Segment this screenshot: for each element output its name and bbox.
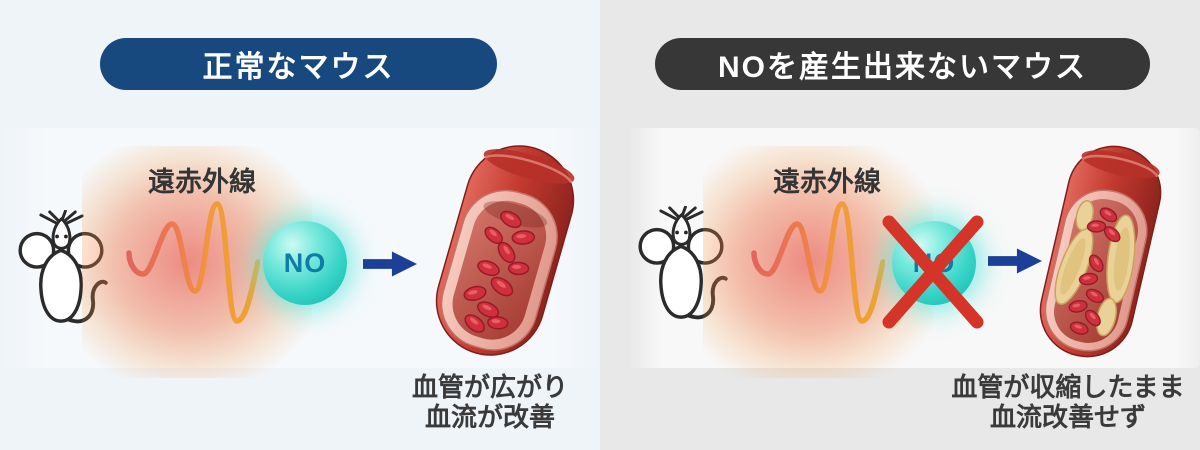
result-caption: 血管が収縮したまま 血流改善せず	[938, 372, 1198, 432]
no-molecule-ball: NO	[263, 221, 347, 305]
caption-line-2: 血流改善せず	[989, 402, 1146, 432]
result-caption: 血管が広がり 血流が改善	[360, 372, 620, 432]
arrow-right-icon	[363, 251, 417, 277]
caption-line-1: 血管が広がり	[411, 372, 568, 402]
infrared-label: 遠赤外線	[148, 167, 256, 197]
infrared-wave-icon	[126, 201, 260, 324]
mouse-icon	[18, 210, 108, 324]
infrared-wave-icon	[751, 201, 885, 324]
caption-line-2: 血流が改善	[424, 402, 555, 432]
no-deficient-mouse-title-badge: NOを産生出来ないマウス	[655, 38, 1150, 90]
panel-title: NOを産生出来ないマウス	[718, 51, 1087, 84]
caption-line-1: 血管が収縮したまま	[951, 372, 1185, 402]
panel-title: 正常なマウス	[202, 51, 395, 84]
red-cross-x-icon	[882, 215, 984, 329]
normal-mouse-title-badge: 正常なマウス	[100, 38, 497, 90]
infrared-label: 遠赤外線	[773, 167, 881, 197]
panel-no-deficient-mouse: NOを産生出来ないマウス 遠赤外線 NO	[600, 0, 1200, 450]
panel-normal-mouse: 正常なマウス 遠赤外線 NO	[0, 0, 600, 450]
arrow-right-icon	[988, 248, 1042, 274]
no-molecule-label: NO	[283, 247, 327, 278]
blood-vessel-dilated-icon	[435, 145, 575, 356]
blood-vessel-constricted-icon	[1039, 145, 1162, 358]
